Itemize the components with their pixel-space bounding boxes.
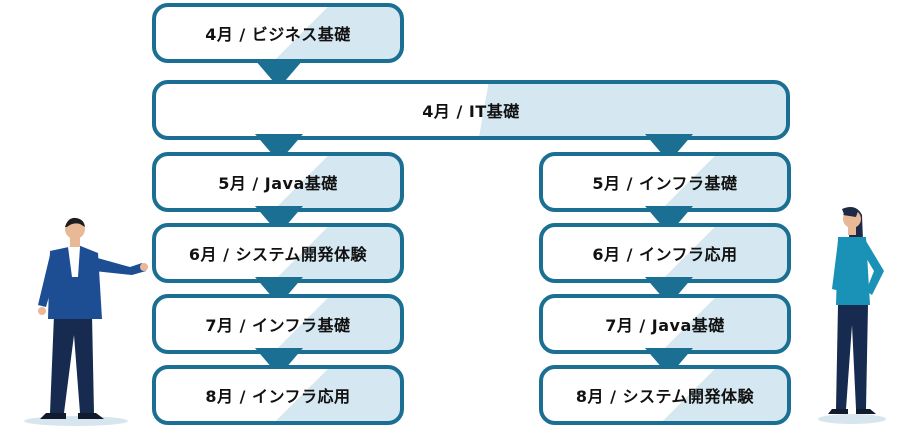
left-step-1: 5月 / Java基礎 xyxy=(152,152,404,212)
step-label: 6月 / インフラ応用 xyxy=(592,245,738,264)
step-label: 7月 / インフラ基礎 xyxy=(205,316,351,335)
left-step-3: 7月 / インフラ基礎 xyxy=(152,294,404,354)
step-label: 8月 / システム開発体験 xyxy=(575,387,755,406)
right-step-4: 8月 / システム開発体験 xyxy=(539,365,791,425)
woman-illustration xyxy=(818,207,886,424)
right-step-2: 6月 / インフラ応用 xyxy=(539,223,791,283)
left-step-4: 8月 / インフラ応用 xyxy=(152,365,404,425)
left-step-2: 6月 / システム開発体験 xyxy=(152,223,404,283)
step-label: 4月 / ビジネス基礎 xyxy=(205,25,351,44)
step-business-basics: 4月 / ビジネス基礎 xyxy=(152,3,404,63)
step-label: 4月 / IT基礎 xyxy=(422,102,520,121)
step-label: 8月 / インフラ応用 xyxy=(205,387,351,406)
step-label: 5月 / インフラ基礎 xyxy=(592,174,738,193)
step-label: 7月 / Java基礎 xyxy=(605,316,725,335)
man-illustration xyxy=(24,217,148,426)
step-label: 5月 / Java基礎 xyxy=(218,174,338,193)
step-label: 6月 / システム開発体験 xyxy=(188,245,368,264)
right-step-3: 7月 / Java基礎 xyxy=(539,294,791,354)
step-it-basics: 4月 / IT基礎 xyxy=(152,80,790,140)
right-step-1: 5月 / インフラ基礎 xyxy=(539,152,791,212)
